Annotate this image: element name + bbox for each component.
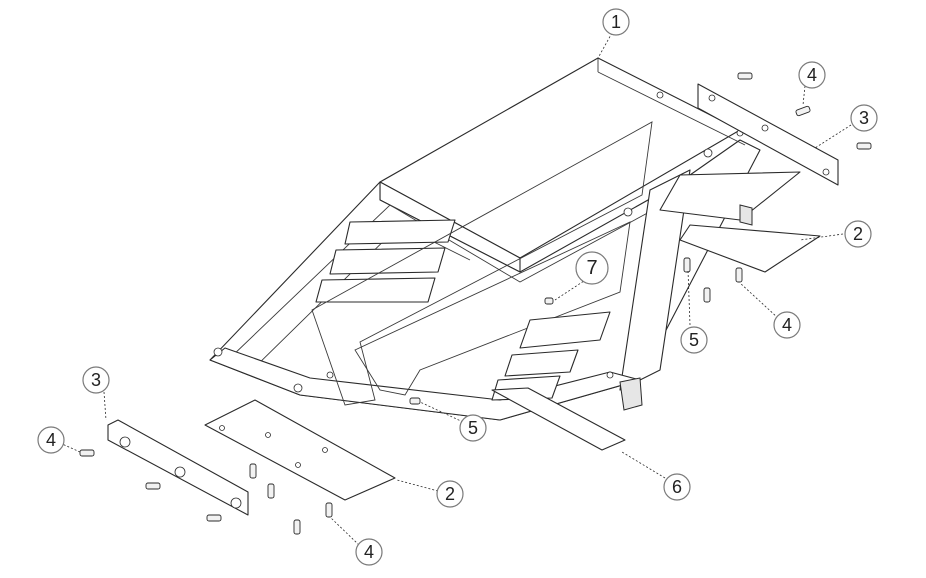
callout-7: 7: [575, 251, 609, 285]
decal-small-1: [519, 311, 611, 349]
callout-2-left-label: 2: [445, 484, 455, 504]
bolt: [856, 142, 872, 150]
callout-4-right: 4: [773, 311, 801, 339]
callouts: 1 2 2 3 3 4 4 4: [37, 8, 878, 566]
decal-small-2: [504, 349, 579, 377]
callout-4-bottom-label: 4: [364, 542, 374, 562]
frame-inner-edge: [229, 189, 691, 359]
bolt: [703, 287, 711, 303]
bolt: [409, 397, 421, 405]
bolt: [325, 502, 333, 518]
bolt: [145, 482, 161, 490]
callout-7-label: 7: [586, 257, 597, 279]
callout-2-right-label: 2: [853, 224, 863, 244]
callout-4-bottom: 4: [355, 538, 383, 566]
bolt: [683, 257, 691, 273]
callout-5-right: 5: [680, 326, 708, 354]
left-lower-assembly: [107, 387, 626, 516]
bolt: [544, 297, 554, 305]
callout-6: 6: [663, 473, 691, 501]
bolt: [206, 514, 222, 522]
callout-5-center-label: 5: [468, 418, 478, 438]
bolt: [795, 105, 811, 117]
decal-bar-3: [315, 277, 436, 303]
frame-rear-upright: [619, 169, 691, 391]
callout-4-left: 4: [37, 426, 65, 454]
decal-bar-1: [344, 219, 456, 245]
left-mount-plate: [204, 399, 396, 501]
frame-bottom-block: [619, 377, 643, 411]
bolt: [267, 483, 275, 499]
decal-chevron-2: [354, 221, 631, 396]
callout-1: 1: [602, 8, 630, 36]
decal-chevron-1: [311, 121, 653, 406]
callout-4-right-label: 4: [782, 315, 792, 335]
decal-bar-2: [329, 247, 446, 275]
callout-3-left-label: 3: [91, 370, 101, 390]
bolt: [79, 449, 95, 457]
right-upper-assembly: [659, 83, 839, 273]
callout-4-top-label: 4: [807, 65, 817, 85]
right-mount-plate-edge: [739, 204, 753, 226]
right-mount-plate: [679, 224, 821, 273]
callout-6-label: 6: [672, 477, 682, 497]
decal-part: [311, 121, 653, 406]
bolt: [293, 519, 301, 535]
callout-3-right: 3: [850, 104, 878, 132]
fasteners: [79, 72, 872, 535]
callout-5-right-label: 5: [689, 330, 699, 350]
callout-2-left: 2: [436, 480, 464, 508]
right-strap-plate: [697, 83, 839, 186]
callout-5-center: 5: [459, 414, 487, 442]
callout-2-right: 2: [844, 220, 872, 248]
main-frame-part: [209, 57, 761, 421]
callout-4-top: 4: [798, 61, 826, 89]
bottom-bar-part: [491, 387, 626, 451]
callout-1-label: 1: [611, 12, 621, 32]
bolt: [249, 463, 257, 479]
bolt: [735, 267, 743, 283]
leader-lines: [59, 32, 852, 546]
right-angle-plate: [659, 171, 801, 221]
bolt: [737, 72, 753, 80]
callout-3-left: 3: [82, 366, 110, 394]
callout-3-right-label: 3: [859, 108, 869, 128]
callout-4-left-label: 4: [46, 430, 56, 450]
